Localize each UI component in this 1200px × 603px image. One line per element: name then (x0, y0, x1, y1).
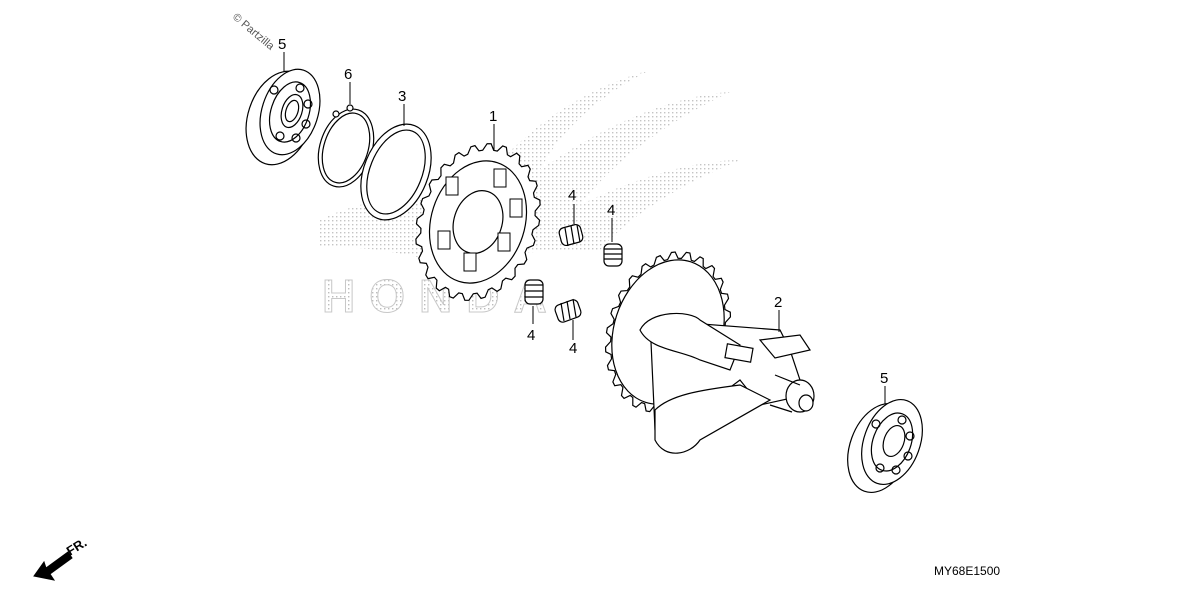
part-1-gear[interactable] (396, 127, 560, 316)
part-2-balancer-shaft[interactable] (586, 236, 815, 454)
copyright-watermark: © Partzilla (230, 11, 277, 53)
callout-5-left[interactable]: 5 (278, 36, 286, 53)
diagram-code: MY68E1500 (934, 564, 1000, 578)
leader-lines (283, 52, 886, 404)
callout-1[interactable]: 1 (489, 108, 497, 125)
part-3-washer[interactable] (348, 114, 445, 231)
callout-6[interactable]: 6 (344, 66, 352, 83)
callout-4-a[interactable]: 4 (568, 187, 576, 204)
part-5-ball-bearing-right[interactable] (836, 391, 933, 501)
part-5-ball-bearing-left[interactable] (235, 62, 330, 174)
front-arrow-icon (33, 551, 73, 581)
brand-watermark: HONDA (322, 270, 561, 322)
callout-3[interactable]: 3 (398, 88, 406, 105)
callout-4-d[interactable]: 4 (569, 340, 577, 357)
part-4-spring-d[interactable] (554, 298, 583, 323)
callout-2[interactable]: 2 (774, 294, 782, 311)
callout-4-c[interactable]: 4 (527, 327, 535, 344)
part-4-spring-b[interactable] (603, 243, 623, 267)
part-4-spring-a[interactable] (558, 223, 584, 247)
callout-5-right[interactable]: 5 (880, 370, 888, 387)
callout-4-b[interactable]: 4 (607, 202, 615, 219)
part-4-spring-c[interactable] (524, 279, 544, 305)
